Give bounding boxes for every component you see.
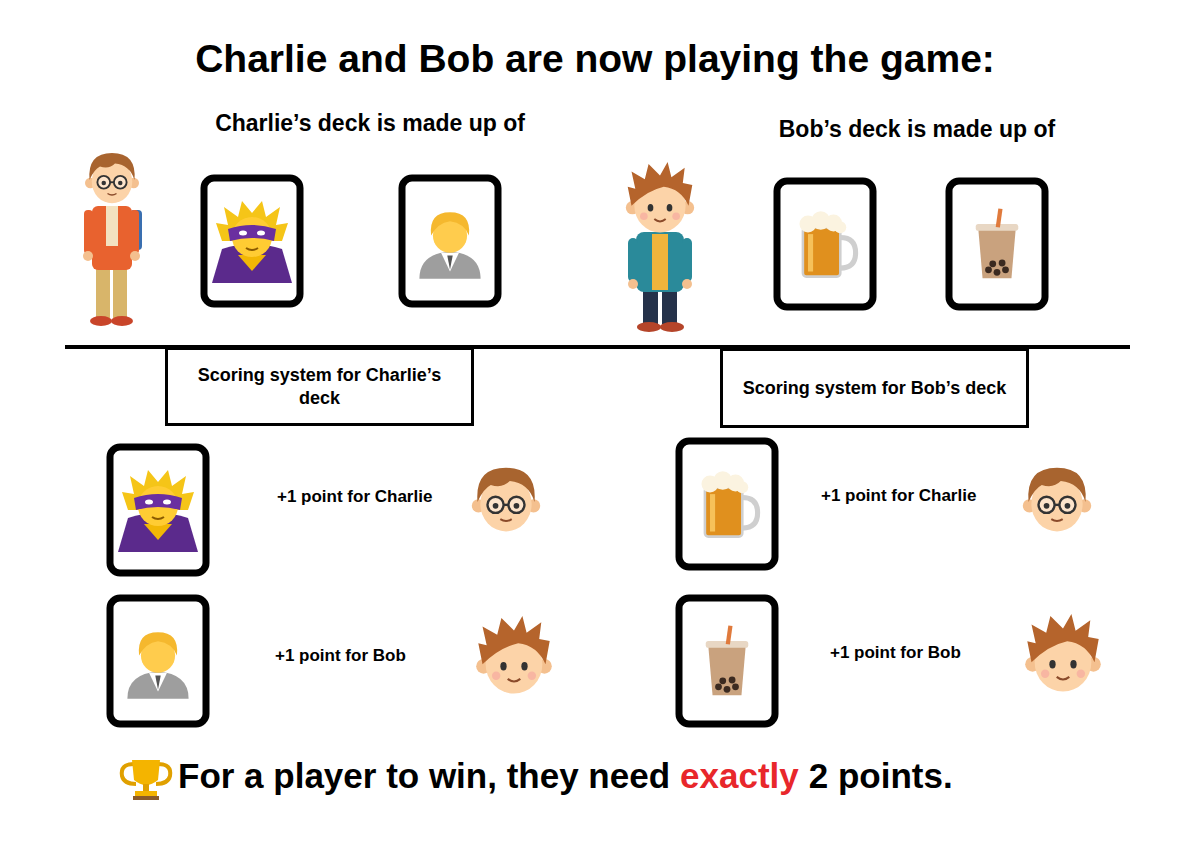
trophy-icon bbox=[122, 760, 171, 800]
win-rule: For a player to win, they need bbox=[178, 755, 670, 797]
scoring-box: Scoring system for Bob’s deck bbox=[720, 348, 1029, 428]
deck-heading: Bob’s deck is made up of bbox=[617, 116, 1190, 144]
box-label: Scoring system for Bob’s deck bbox=[743, 377, 1006, 400]
deck-heading: Charlie’s deck is made up of bbox=[70, 110, 670, 138]
scoring-box: Scoring system for Charlie’s deck bbox=[165, 347, 474, 426]
score-rule: +1 point for Bob bbox=[830, 643, 961, 663]
scoring-cards bbox=[110, 441, 775, 724]
win-rule-emphasis: exactly bbox=[680, 755, 799, 797]
score-rule: +1 point for Bob bbox=[275, 646, 406, 666]
box-label: Scoring system for Charlie’s deck bbox=[178, 364, 461, 409]
score-rule: +1 point for Charlie bbox=[277, 487, 432, 507]
win-rule: 2 points. bbox=[809, 755, 953, 797]
deck-cards bbox=[204, 178, 1045, 307]
win-rule-line: For a player to win, they needexactly2 p… bbox=[178, 755, 953, 797]
node-text-holder: Scoring system for Charlie’s deck bbox=[178, 364, 461, 409]
score-rule: +1 point for Charlie bbox=[821, 486, 976, 506]
node-text-holder: Scoring system for Bob’s deck bbox=[743, 377, 1006, 400]
title-text: Charlie and Bob are now playing the game… bbox=[0, 36, 1190, 83]
player-faces bbox=[472, 468, 1101, 694]
bob-figure bbox=[626, 162, 694, 332]
charlie-figure bbox=[83, 153, 142, 326]
